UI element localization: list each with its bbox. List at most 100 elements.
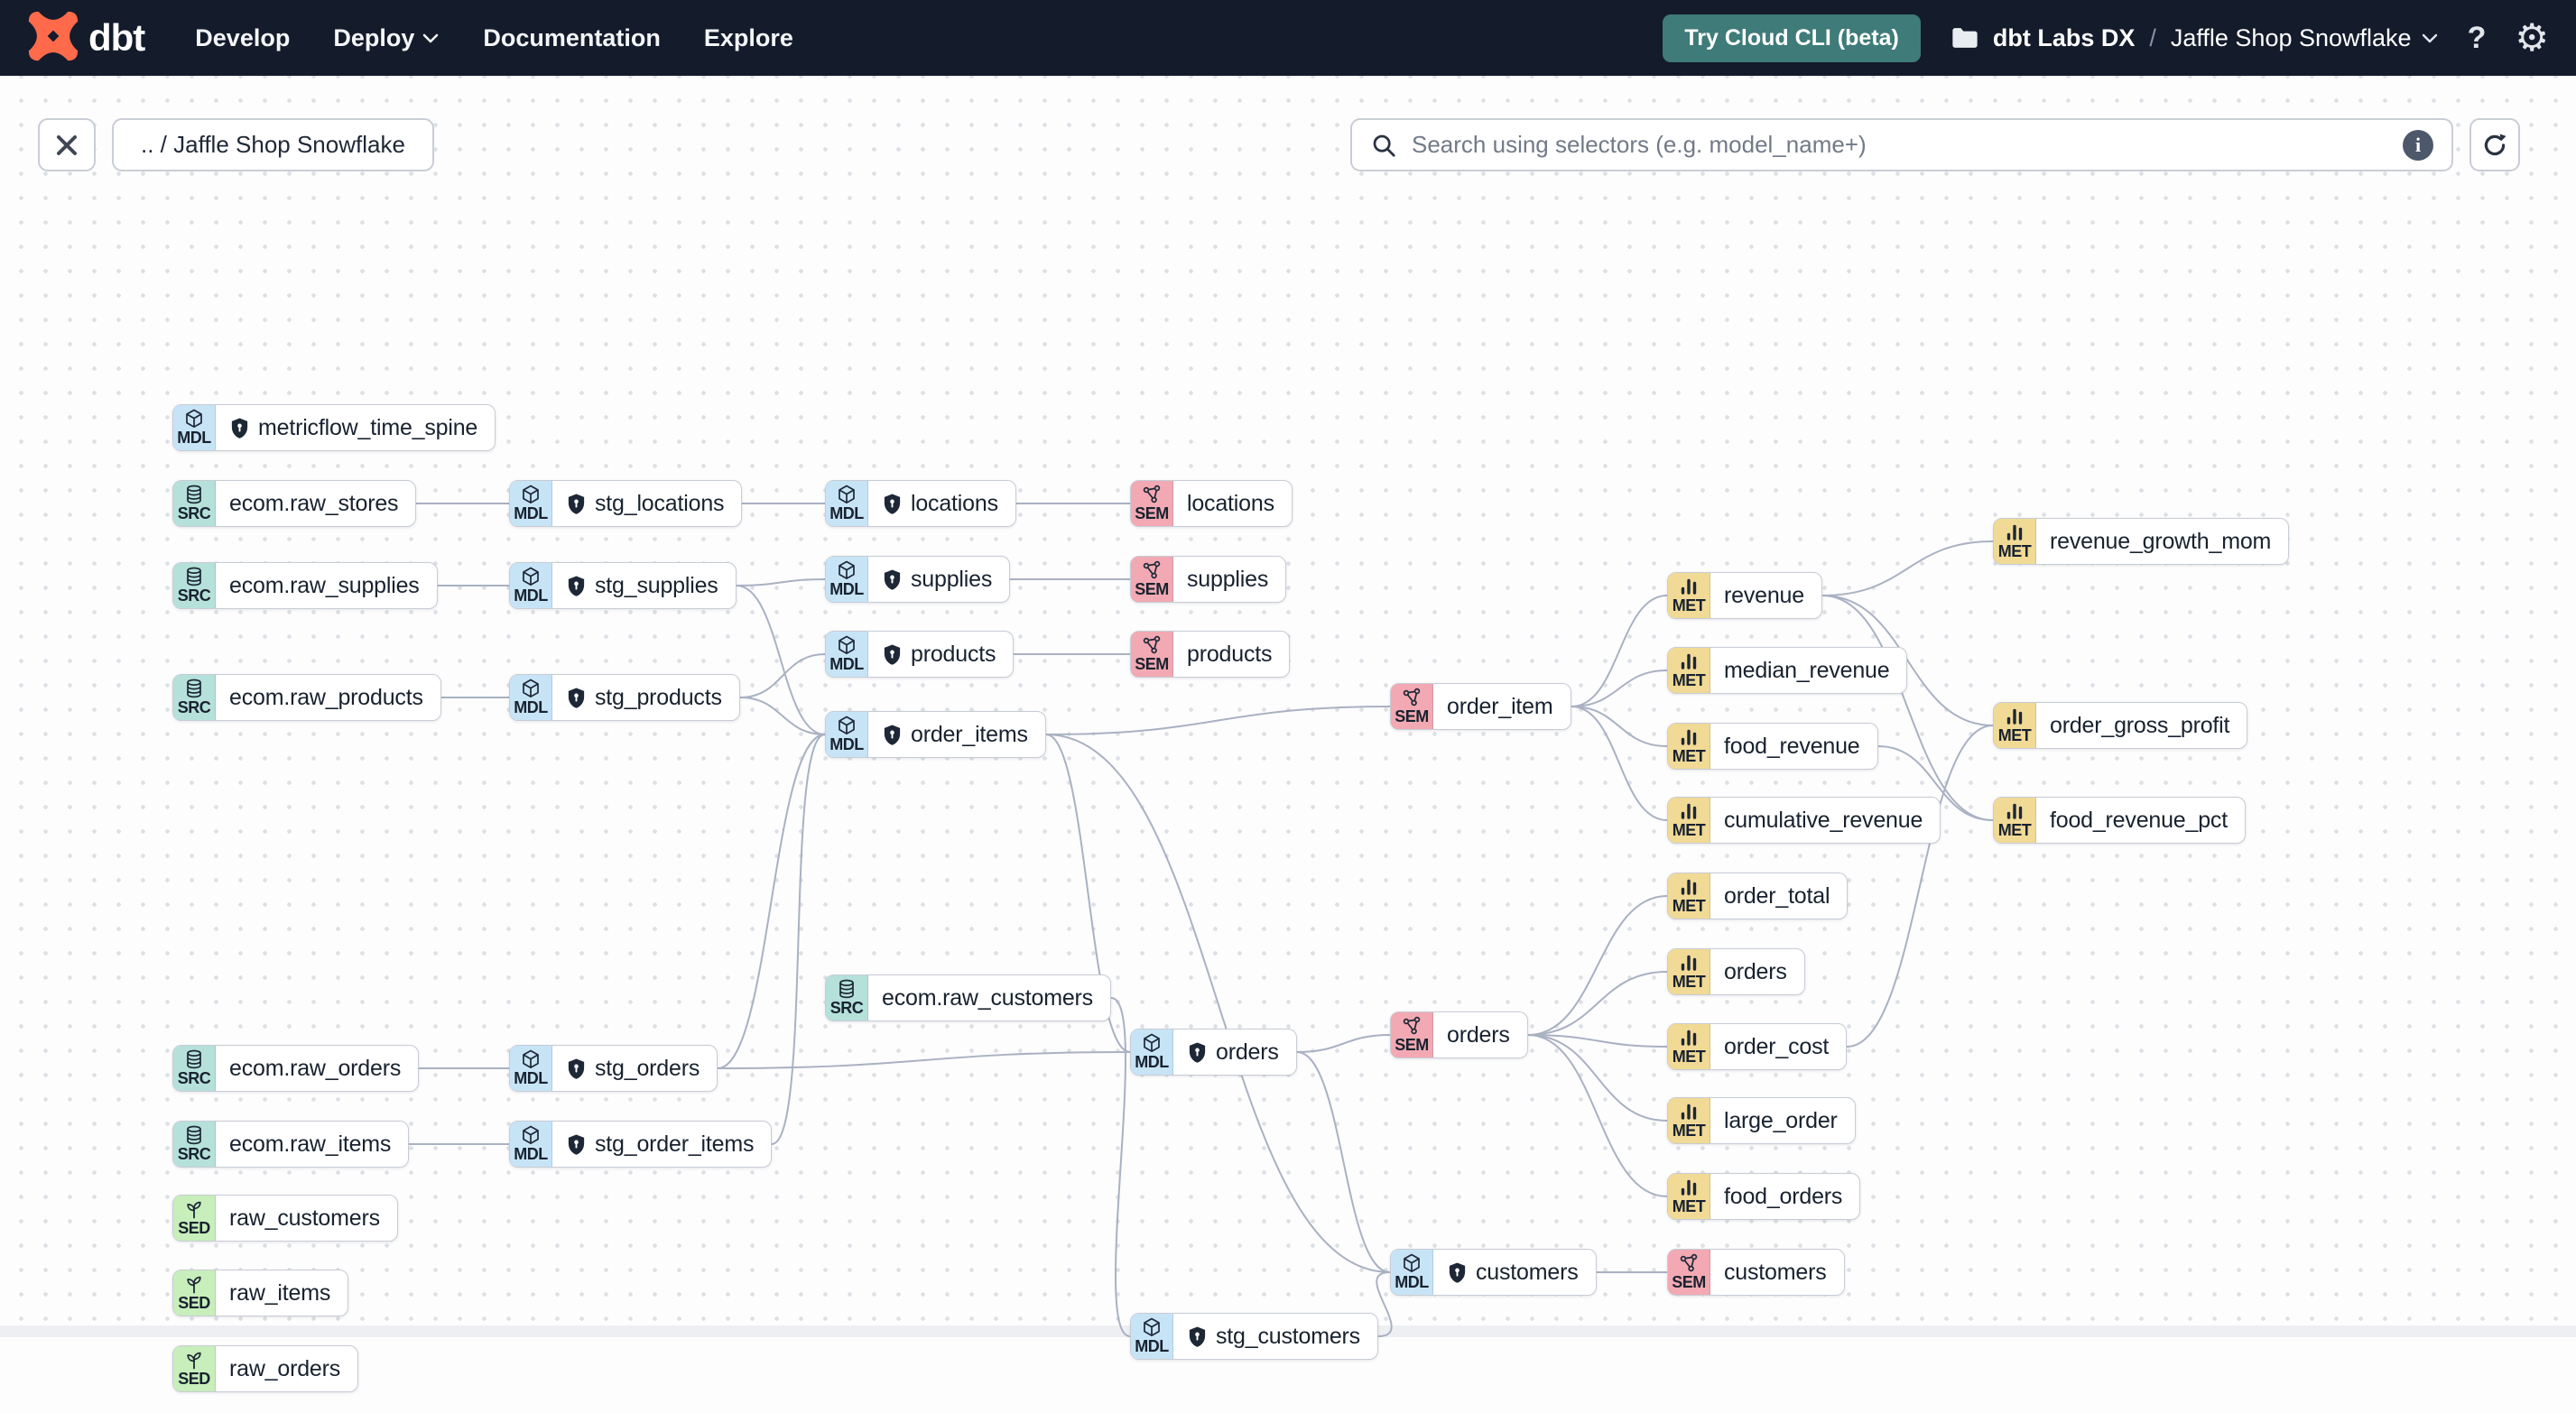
refresh-button[interactable] xyxy=(2469,118,2520,171)
node-body: median_revenue xyxy=(1710,648,1906,693)
dbt-logo[interactable]: dbt xyxy=(27,10,145,67)
node-type-label: SRC xyxy=(177,504,211,522)
graph-node-raw_orders_sed[interactable]: SED raw_orders xyxy=(172,1345,359,1392)
shield-icon xyxy=(1449,1261,1466,1283)
graph-node-food_orders[interactable]: MET food_orders xyxy=(1667,1173,1861,1220)
node-type-label: MDL xyxy=(1135,1337,1169,1355)
source-icon xyxy=(187,1049,201,1069)
node-label: orders xyxy=(1447,1021,1510,1048)
node-label: food_orders xyxy=(1724,1183,1843,1209)
node-type-badge: SED xyxy=(173,1346,216,1391)
node-body: ecom.raw_orders xyxy=(216,1046,418,1091)
node-type-label: MDL xyxy=(1135,1053,1169,1071)
nav-item-deploy[interactable]: Deploy xyxy=(333,24,440,52)
node-type-label: MET xyxy=(1672,897,1706,915)
account-name[interactable]: dbt Labs DX xyxy=(1992,23,2136,51)
node-type-badge: MET xyxy=(1668,949,1710,994)
node-type-label: MDL xyxy=(514,504,548,522)
node-body: raw_customers xyxy=(216,1196,397,1241)
nav-item-develop[interactable]: Develop xyxy=(195,23,291,51)
shield-icon xyxy=(884,643,901,665)
semantic-model-icon xyxy=(1403,1016,1421,1035)
search-input[interactable] xyxy=(1410,130,2390,160)
chevron-down-icon xyxy=(423,33,439,43)
node-type-badge: MET xyxy=(1668,1098,1710,1143)
dbt-logo-text: dbt xyxy=(88,16,145,59)
node-label: raw_orders xyxy=(229,1355,341,1381)
try-cloud-cli-button[interactable]: Try Cloud CLI (beta) xyxy=(1663,14,1921,62)
help-icon[interactable]: ? xyxy=(2467,21,2487,55)
metric-icon xyxy=(2006,803,2023,819)
info-icon[interactable]: i xyxy=(2403,129,2433,161)
node-type-badge: MET xyxy=(1668,798,1710,843)
semantic-model-icon xyxy=(1143,560,1161,579)
node-type-badge: MET xyxy=(1994,519,2036,564)
gear-icon[interactable]: ⚙ xyxy=(2515,16,2549,59)
node-label: median_revenue xyxy=(1724,657,1890,683)
node-type-badge: MDL xyxy=(173,405,216,450)
node-type-badge: MDL xyxy=(826,481,868,526)
close-lineage-button[interactable] xyxy=(38,118,96,171)
node-type-badge: MET xyxy=(1668,724,1710,769)
node-type-badge: MET xyxy=(1668,1174,1710,1219)
node-body: food_orders xyxy=(1710,1174,1859,1219)
project-selector[interactable]: Jaffle Shop Snowflake xyxy=(2171,24,2439,52)
node-label: stg_supplies xyxy=(595,572,718,598)
node-body: cumulative_revenue xyxy=(1710,798,1940,843)
node-label: food_revenue_pct xyxy=(2050,807,2228,833)
model-icon xyxy=(186,409,202,429)
breadcrumb[interactable]: .. / Jaffle Shop Snowflake xyxy=(112,118,434,171)
node-type-badge: MET xyxy=(1668,573,1710,618)
node-body: orders xyxy=(1710,949,1804,994)
node-type-badge: SRC xyxy=(173,1046,216,1091)
seed-icon xyxy=(187,1201,201,1219)
node-label: ecom.raw_products xyxy=(229,684,423,710)
semantic-model-icon xyxy=(1143,485,1161,503)
node-type-badge: SEM xyxy=(1131,632,1173,677)
node-type-label: MET xyxy=(1672,1048,1706,1066)
metric-icon xyxy=(2006,708,2023,725)
nav-item-explore[interactable]: Explore xyxy=(703,23,793,51)
lineage-edge-orders_mdl-to-customers_mdl xyxy=(1296,1051,1391,1273)
nav-item-documentation[interactable]: Documentation xyxy=(483,23,661,51)
